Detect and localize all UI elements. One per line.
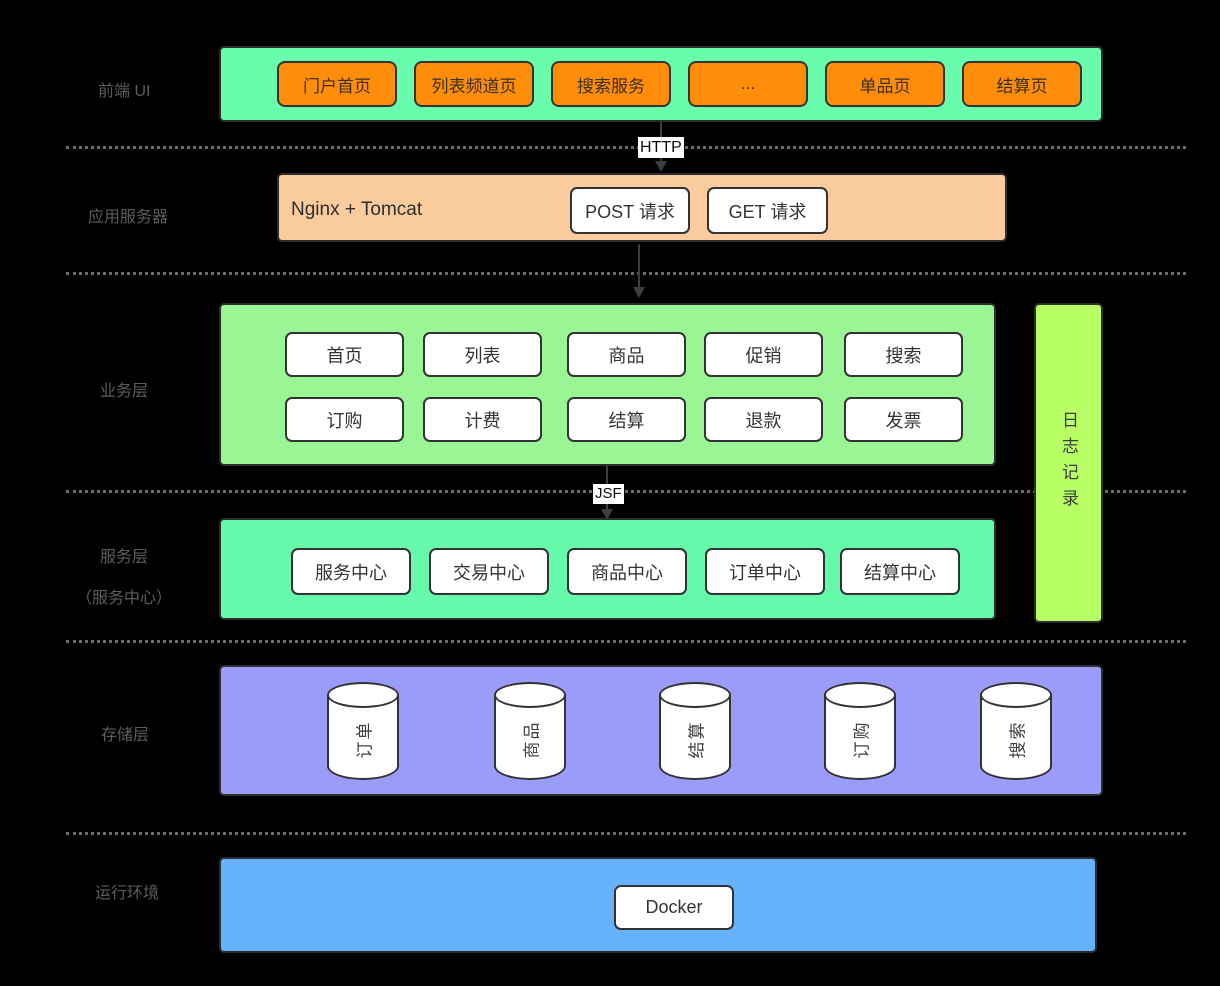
label-frontend-layer: 前端 UI — [98, 83, 151, 100]
service-layer-bar[interactable]: 服务中心 交易中心 商品中心 订单中心 结算中心 — [219, 518, 996, 620]
cylinder-top — [494, 682, 566, 708]
database-label: 商品 — [522, 720, 542, 758]
database-label: 订单 — [355, 720, 375, 758]
business-box-search[interactable]: 搜索 — [844, 332, 963, 377]
jsf-arrow-head — [601, 509, 613, 520]
separator-4 — [66, 640, 1186, 643]
cylinder-top — [980, 682, 1052, 708]
frontend-ui-bar[interactable]: 门户首页 列表频道页 搜索服务 ... 单品页 结算页 — [219, 46, 1103, 122]
runtime-environment-bar[interactable]: Docker — [219, 857, 1097, 953]
database-label: 订购 — [852, 720, 872, 758]
database-cylinder-settlement[interactable]: 结算 — [659, 682, 731, 780]
business-box-product[interactable]: 商品 — [567, 332, 686, 377]
post-request-box[interactable]: POST 请求 — [570, 187, 690, 234]
database-cylinder-purchase[interactable]: 订购 — [824, 682, 896, 780]
database-cylinder-search[interactable]: 搜索 — [980, 682, 1052, 780]
label-service-layer: 服务层 — [100, 549, 149, 566]
frontend-button-item-page[interactable]: 单品页 — [825, 61, 945, 107]
frontend-button-search-service[interactable]: 搜索服务 — [551, 61, 671, 107]
nginx-tomcat-title: Nginx + Tomcat — [291, 199, 423, 220]
business-layer-bar[interactable]: 首页 列表 商品 促销 搜索 订购 计费 结算 退款 发票 — [219, 303, 996, 466]
label-business-layer: 业务层 — [100, 383, 149, 400]
logging-label: 日志记录 — [1059, 411, 1078, 515]
jsf-label: JSF — [593, 484, 624, 504]
frontend-button-ellipsis[interactable]: ... — [688, 61, 808, 107]
database-cylinder-order[interactable]: 订单 — [327, 682, 399, 780]
label-storage-layer: 存储层 — [101, 727, 150, 744]
business-box-billing[interactable]: 计费 — [423, 397, 542, 442]
separator-3 — [66, 490, 1186, 493]
logging-bar[interactable]: 日志记录 — [1034, 303, 1103, 623]
database-label: 搜索 — [1008, 720, 1028, 758]
http-arrow-head — [655, 161, 667, 172]
service-box-service-center[interactable]: 服务中心 — [291, 548, 411, 595]
service-box-product-center[interactable]: 商品中心 — [567, 548, 687, 595]
cylinder-top — [659, 682, 731, 708]
service-box-settlement-center[interactable]: 结算中心 — [840, 548, 960, 595]
http-label: HTTP — [638, 137, 684, 158]
service-box-order-center[interactable]: 订单中心 — [705, 548, 825, 595]
label-appserver-layer: 应用服务器 — [88, 209, 169, 226]
separator-1 — [66, 146, 1186, 149]
business-box-home[interactable]: 首页 — [285, 332, 404, 377]
business-box-invoice[interactable]: 发票 — [844, 397, 963, 442]
cylinder-body — [327, 695, 399, 780]
frontend-button-list-channel[interactable]: 列表频道页 — [414, 61, 534, 107]
get-request-box[interactable]: GET 请求 — [707, 187, 828, 234]
cylinder-body — [980, 695, 1052, 780]
business-box-refund[interactable]: 退款 — [704, 397, 823, 442]
label-service-layer-sub: （服务中心） — [76, 590, 173, 607]
database-cylinder-product[interactable]: 商品 — [494, 682, 566, 780]
cylinder-body — [494, 695, 566, 780]
app-server-bar[interactable]: Nginx + Tomcat POST 请求 GET 请求 — [277, 173, 1007, 242]
cylinder-top — [327, 682, 399, 708]
business-box-promotion[interactable]: 促销 — [704, 332, 823, 377]
separator-2 — [66, 272, 1186, 275]
database-label: 结算 — [687, 720, 707, 758]
business-box-list[interactable]: 列表 — [423, 332, 542, 377]
business-box-settlement[interactable]: 结算 — [567, 397, 686, 442]
frontend-button-portal-home[interactable]: 门户首页 — [277, 61, 397, 107]
service-box-trade-center[interactable]: 交易中心 — [429, 548, 549, 595]
appserver-business-arrow-head — [633, 287, 645, 298]
docker-box[interactable]: Docker — [614, 885, 734, 930]
frontend-button-checkout-page[interactable]: 结算页 — [962, 61, 1082, 107]
label-runtime-layer: 运行环境 — [95, 885, 160, 902]
storage-layer-bar[interactable]: 订单 商品 结算 订购 搜索 — [219, 665, 1103, 796]
cylinder-body — [659, 695, 731, 780]
appserver-business-arrow-line — [638, 244, 640, 288]
separator-5 — [66, 832, 1186, 835]
business-box-order[interactable]: 订购 — [285, 397, 404, 442]
cylinder-top — [824, 682, 896, 708]
cylinder-body — [824, 695, 896, 780]
